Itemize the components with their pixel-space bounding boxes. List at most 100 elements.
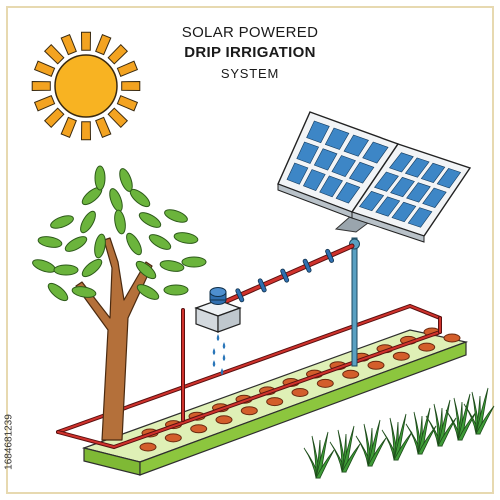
solar-cell: [404, 157, 430, 178]
leaf: [181, 256, 207, 268]
sun-ray: [33, 95, 56, 112]
solar-cell: [362, 141, 389, 164]
solar-cell: [420, 162, 446, 183]
grass-blade: [315, 449, 335, 479]
seed: [418, 342, 436, 352]
grass-blade: [475, 405, 495, 435]
leaf: [71, 286, 97, 298]
tree-icon: [32, 165, 207, 441]
solar-cell: [389, 152, 414, 173]
solar-panel-icon: [277, 111, 472, 243]
sun-ray: [121, 80, 141, 92]
leaf: [159, 260, 185, 272]
leaf: [64, 236, 88, 252]
grass-icon: [303, 387, 495, 479]
seed: [443, 333, 461, 343]
leaf: [173, 232, 199, 244]
seed: [190, 424, 208, 434]
solar-cell: [319, 175, 343, 198]
seed: [139, 442, 157, 452]
seed: [215, 415, 233, 425]
solar-cell: [286, 162, 309, 185]
solar-cell: [324, 127, 350, 150]
seed: [367, 360, 385, 370]
solar-cell: [335, 182, 361, 204]
water-drops: [212, 334, 226, 375]
grass-blade: [393, 431, 413, 461]
grass-blade: [367, 437, 387, 467]
leaf: [126, 232, 142, 256]
leaf: [136, 284, 160, 300]
solar-cell: [306, 120, 330, 144]
solar-cell: [343, 134, 369, 157]
solar-cell: [436, 168, 462, 189]
sun-ray: [60, 33, 77, 56]
leaf: [37, 236, 63, 248]
sun-ray: [95, 116, 112, 139]
sun-ray: [80, 121, 92, 141]
sun-ray: [33, 60, 56, 77]
supply-pipe: [217, 243, 355, 307]
drip-pipe-loop: [56, 303, 442, 450]
leaf: [50, 215, 74, 229]
leaf: [94, 233, 106, 259]
water-drop: [216, 334, 220, 341]
leaf: [138, 212, 162, 228]
panel-support-pole: [349, 237, 360, 367]
sun-ray: [116, 95, 139, 112]
water-drop: [212, 348, 216, 355]
leaf: [94, 165, 106, 191]
leaf: [47, 282, 69, 302]
seed: [392, 351, 410, 361]
sun-ray: [107, 43, 129, 65]
seed: [240, 406, 258, 416]
leaf: [119, 168, 133, 192]
leaf: [80, 210, 96, 234]
solar-cell: [313, 148, 338, 171]
solar-cell: [390, 176, 415, 198]
solar-cell: [406, 182, 431, 203]
solar-cell: [302, 169, 326, 191]
solar-cell: [348, 161, 375, 184]
leaf: [164, 209, 188, 223]
seed: [291, 388, 309, 397]
pipe-clamp: [325, 248, 335, 263]
leaf: [135, 260, 157, 280]
sun-ray: [107, 107, 129, 129]
solar-cell: [296, 141, 320, 164]
pipe-clamp: [280, 268, 290, 283]
leaf: [32, 259, 56, 273]
pipe-clamp: [302, 258, 312, 273]
water-drop: [212, 360, 216, 367]
seed: [342, 369, 360, 379]
sun-ray: [43, 43, 65, 65]
leaf: [163, 284, 189, 296]
leaf: [114, 209, 126, 235]
grass-blade: [437, 417, 457, 447]
seed: [266, 397, 284, 407]
leaf: [53, 264, 79, 276]
sun-ray: [60, 116, 77, 139]
water-pump-icon: [194, 287, 242, 333]
title-line-1: SOLAR POWERED: [181, 24, 319, 41]
seed: [316, 378, 334, 388]
solar-cell: [359, 190, 385, 212]
water-drop: [220, 368, 224, 375]
title-line-3: SYSTEM: [220, 66, 280, 81]
pipe-clamp: [257, 278, 267, 293]
leaf: [148, 234, 172, 250]
solar-cell: [407, 207, 433, 228]
solar-cell: [374, 171, 399, 192]
seed: [164, 433, 182, 443]
grass-blade: [341, 443, 361, 473]
water-drop: [222, 342, 226, 349]
sun-ray: [43, 107, 65, 129]
sun-ray: [80, 31, 92, 51]
leaf: [81, 258, 103, 278]
water-drop: [222, 354, 226, 361]
solar-cell: [331, 155, 356, 177]
sun-ray: [116, 60, 139, 77]
solar-cell: [375, 196, 401, 217]
sun-icon: [31, 31, 141, 141]
